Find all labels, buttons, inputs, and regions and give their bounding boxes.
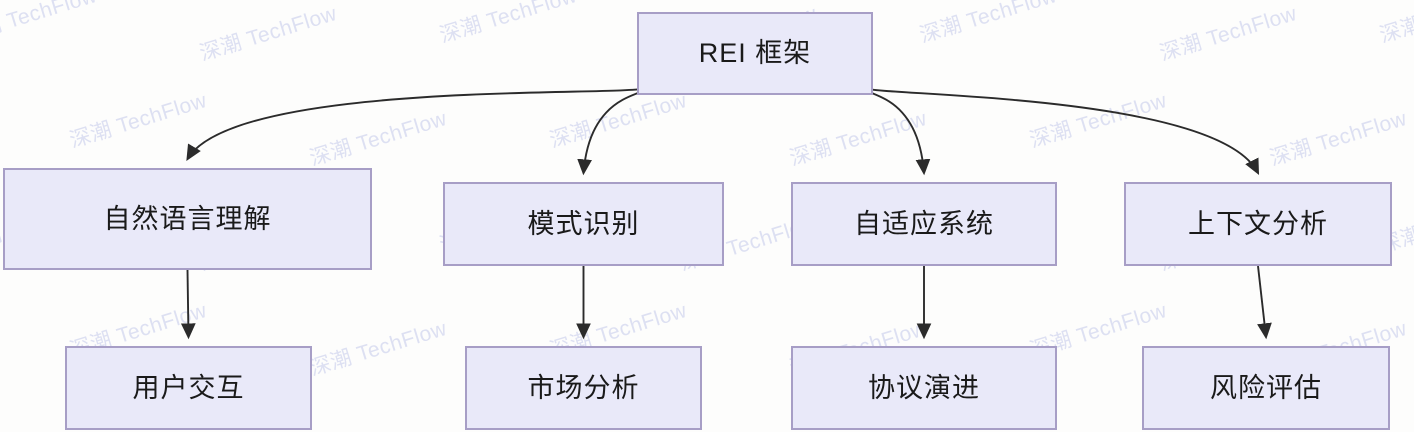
node-n-risk[interactable]: 风险评估 bbox=[1142, 346, 1390, 430]
node-n-adaptive[interactable]: 自适应系统 bbox=[791, 182, 1057, 266]
node-n-context[interactable]: 上下文分析 bbox=[1124, 182, 1392, 266]
node-n-nlu[interactable]: 自然语言理解 bbox=[3, 168, 372, 270]
node-n-protocol[interactable]: 协议演进 bbox=[791, 346, 1057, 430]
node-label: 模式识别 bbox=[527, 208, 640, 239]
node-n-pattern[interactable]: 模式识别 bbox=[443, 182, 724, 266]
node-label: 用户交互 bbox=[132, 372, 245, 403]
node-label: 自然语言理解 bbox=[103, 203, 272, 234]
node-n-market[interactable]: 市场分析 bbox=[465, 346, 702, 430]
node-root-root[interactable]: REI 框架 bbox=[637, 12, 873, 95]
node-label: 风险评估 bbox=[1210, 372, 1322, 403]
node-label: 市场分析 bbox=[527, 372, 640, 403]
node-n-user[interactable]: 用户交互 bbox=[65, 346, 312, 430]
node-label: 上下文分析 bbox=[1188, 208, 1328, 239]
node-label: 协议演进 bbox=[868, 372, 980, 403]
node-label: 自适应系统 bbox=[854, 208, 994, 239]
node-label: REI 框架 bbox=[698, 38, 812, 68]
